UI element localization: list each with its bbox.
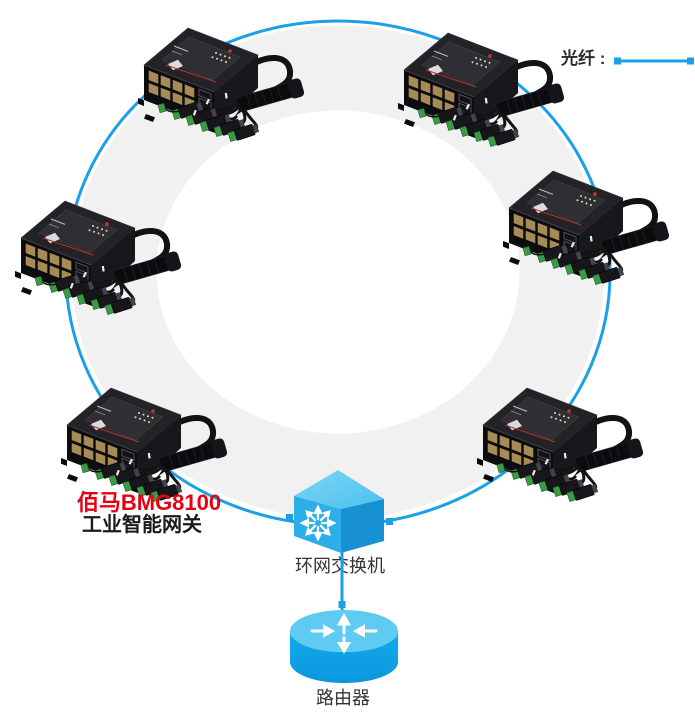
fiber-nub-bottom [338, 601, 346, 608]
ring-switch-label: 环网交换机 [295, 556, 385, 576]
router-arrows-icon [310, 612, 378, 654]
fiber-nub-right [386, 518, 393, 525]
router-label: 路由器 [316, 688, 370, 708]
switch-arrows-icon [299, 504, 337, 542]
fiber-legend-label: 光纤 : [560, 48, 605, 68]
gateway-label-line1: 佰马BMG8100 [77, 490, 221, 515]
fiber-legend-endpoint-left [614, 57, 621, 65]
fiber-legend: 光纤 : [560, 48, 694, 68]
router-icon [290, 610, 398, 683]
fiber-nub-left [286, 514, 293, 521]
ring-switch-icon [294, 470, 384, 553]
gateway-label-line2: 工业智能网关 [82, 512, 202, 536]
fiber-legend-endpoint-right [687, 57, 694, 65]
